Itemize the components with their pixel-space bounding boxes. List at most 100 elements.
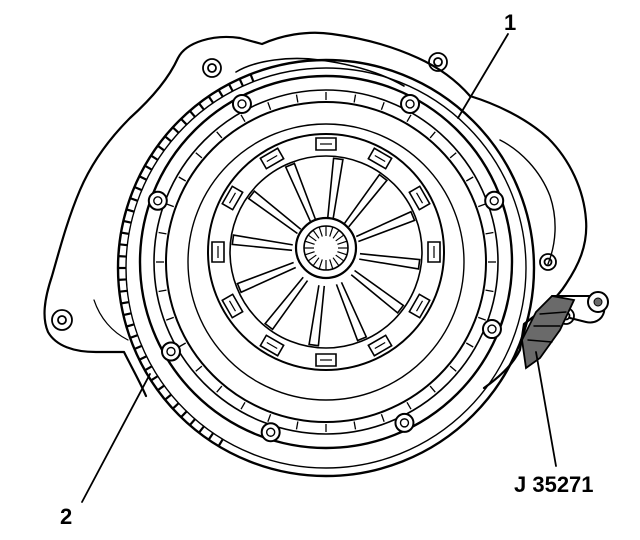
cover-rim-mark: [166, 203, 174, 208]
callout-2-label: 2: [60, 504, 72, 529]
cover-bolt: [400, 93, 421, 114]
spring-lug: [259, 334, 285, 357]
cover-rim-mark: [465, 176, 474, 182]
spring-lug-slot: [374, 342, 386, 350]
ring-gear-teeth: [118, 73, 255, 447]
hub-spline: [307, 234, 317, 242]
ring-gear-tooth: [180, 118, 188, 126]
ring-gear-tooth: [238, 78, 244, 87]
cover-rim-mark: [449, 152, 457, 159]
ring-gear-tooth: [172, 126, 180, 134]
cover-rim-mark: [178, 176, 187, 182]
ring-gear-tooth: [164, 135, 172, 143]
cover-rim-mark: [166, 316, 174, 321]
cover-rim-mark: [380, 414, 385, 422]
ring-gear-tooth: [157, 384, 165, 392]
hub-spline: [332, 229, 340, 239]
hub-spline: [337, 251, 348, 256]
spring-lug-slot: [228, 192, 236, 204]
hub-spline: [304, 251, 315, 256]
ring-gear-tooth: [126, 323, 135, 328]
spring-finger: [284, 162, 317, 223]
ring-gear-tooth: [157, 144, 165, 152]
spring-lug: [211, 241, 225, 263]
cover-rim-mark: [478, 316, 486, 321]
cover-bolt-head: [265, 427, 276, 437]
spring-finger: [308, 285, 326, 347]
hub-spline: [329, 226, 334, 237]
spring-lug-slot: [416, 192, 424, 204]
cover-bolt-head: [489, 196, 499, 206]
cover-bolt: [160, 341, 181, 362]
spring-finger: [326, 157, 344, 219]
ring-gear-tooth: [188, 418, 196, 426]
tool-label: J 35271: [514, 472, 594, 497]
hub-spline: [335, 254, 345, 262]
cover-rim-mark: [465, 342, 474, 348]
ring-gear-tooth: [188, 110, 196, 118]
ring-gear-tooth: [227, 83, 234, 92]
cover-rim-mark: [267, 414, 272, 422]
spring-lug: [315, 137, 337, 151]
ring-gear-tooth: [133, 344, 143, 350]
spring-finger: [350, 269, 405, 315]
ring-gear-tooth: [123, 312, 132, 317]
cover-rim-mark: [406, 114, 412, 123]
cover-bolt: [484, 190, 505, 211]
cover-rim-mark: [178, 342, 187, 348]
hub-spline: [312, 257, 320, 267]
spring-lug-slot: [228, 300, 236, 312]
ring-gear-tooth: [119, 289, 128, 293]
spring-lug: [259, 147, 285, 170]
cover-rim-mark: [216, 385, 223, 393]
cover-bolts: [147, 93, 505, 443]
ring-gear-tooth: [164, 393, 172, 401]
cover-rim-mark: [195, 365, 203, 372]
hub-spline: [318, 226, 323, 237]
cover-rim-mark: [158, 289, 167, 293]
flywheel: [116, 58, 536, 478]
hub-spline: [337, 240, 348, 245]
ring-gear-tooth: [144, 365, 153, 372]
spring-finger: [343, 173, 389, 228]
cover-rim-mark: [478, 203, 486, 208]
cover-bolt-head: [153, 196, 163, 206]
pressure-plate-cover: [138, 74, 514, 450]
ring-gear-tooth: [249, 73, 255, 83]
ring-gear-tooth: [150, 154, 159, 161]
spring-finger: [355, 210, 416, 243]
cover-rim-mark: [353, 421, 357, 430]
spring-finger: [231, 234, 293, 252]
cover-bolt: [481, 319, 502, 340]
ring-gear-tooth: [144, 164, 153, 171]
ring-gear-tooth: [120, 231, 130, 235]
cover-bolt-head: [166, 346, 176, 357]
cover-rim-mark: [429, 385, 436, 393]
cover-rim-mark: [406, 401, 412, 410]
ring-gear-tooth: [138, 175, 148, 181]
hub-spline: [312, 229, 320, 239]
hub-spline: [318, 259, 323, 270]
spring-lug-slot: [374, 154, 386, 162]
cover-bolt: [260, 422, 281, 443]
cover-rim-mark: [216, 131, 223, 139]
ring-gear-tooth: [129, 197, 139, 202]
spring-finger: [247, 189, 302, 235]
cover-rim-mark: [449, 365, 457, 372]
spring-lug: [408, 293, 431, 319]
cover-bolt-head: [487, 324, 497, 334]
ring-gear-tooth: [123, 219, 132, 224]
ring-gear-tooth: [120, 301, 130, 305]
spring-lug-slot: [416, 300, 424, 312]
spring-finger: [236, 261, 297, 294]
spring-lug: [367, 147, 393, 170]
cover-rim-mark: [295, 94, 299, 103]
spring-lugs: [211, 137, 441, 367]
cover-bolt: [394, 412, 415, 433]
spring-fingers: [231, 157, 421, 347]
splined-hub: [294, 216, 358, 280]
hub-spline: [307, 254, 317, 262]
spring-lug-slot: [266, 154, 278, 162]
hub-splines: [304, 226, 348, 270]
